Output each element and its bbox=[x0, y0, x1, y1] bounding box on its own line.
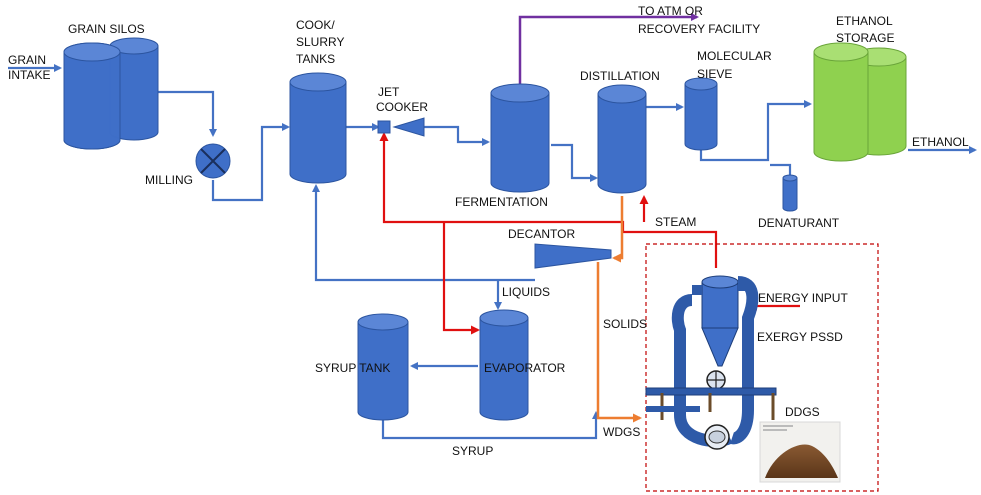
label-grain-silos: GRAIN SILOS bbox=[68, 22, 145, 36]
label-to-atm-1: TO ATM OR bbox=[638, 4, 703, 18]
label-wdgs: WDGS bbox=[603, 425, 640, 439]
denaturant-to-line bbox=[770, 165, 790, 176]
label-milling: MILLING bbox=[145, 173, 193, 187]
label-liquids: LIQUIDS bbox=[502, 285, 550, 299]
ddgs-photo bbox=[760, 422, 840, 482]
label-jet-1: JET bbox=[378, 85, 400, 99]
solids-line bbox=[598, 262, 640, 418]
ethanol-storage-tanks bbox=[814, 43, 906, 161]
label-steam: STEAM bbox=[655, 215, 696, 229]
label-cook-3: TANKS bbox=[296, 52, 335, 66]
distillation-to-decantor-line bbox=[614, 196, 622, 258]
label-syrup-tank: SYRUP TANK bbox=[315, 361, 390, 375]
label-grain-intake-2: INTAKE bbox=[8, 68, 50, 82]
label-fermentation: FERMENTATION bbox=[455, 195, 548, 209]
label-to-atm-2: RECOVERY FACILITY bbox=[638, 22, 760, 36]
label-solids: SOLIDS bbox=[603, 317, 647, 331]
label-ddgs: DDGS bbox=[785, 405, 820, 419]
fermentation-tank bbox=[491, 84, 549, 192]
label-sieve-2: SIEVE bbox=[697, 67, 732, 81]
steam-to-evaporator-line bbox=[444, 222, 478, 330]
label-decantor: DECANTOR bbox=[508, 227, 575, 241]
label-exergy-pssd: EXERGY PSSD bbox=[757, 330, 843, 344]
label-cook-1: COOK/ bbox=[296, 18, 335, 32]
label-distillation: DISTILLATION bbox=[580, 69, 660, 83]
label-grain-intake-1: GRAIN bbox=[8, 53, 46, 67]
label-ethanol-storage-2: STORAGE bbox=[836, 31, 894, 45]
orange-lines bbox=[598, 196, 640, 418]
label-denaturant: DENATURANT bbox=[758, 216, 840, 230]
distillation-column bbox=[598, 85, 646, 193]
grain-silos bbox=[64, 38, 158, 149]
mill-icon bbox=[196, 144, 230, 178]
jet-to-fermentation-line bbox=[424, 127, 488, 142]
molecular-sieve bbox=[685, 78, 717, 150]
fermentation-to-distillation-line bbox=[551, 145, 596, 178]
jet-cooker bbox=[378, 118, 424, 136]
label-syrup: SYRUP bbox=[452, 444, 493, 458]
label-ethanol: ETHANOL bbox=[912, 135, 969, 149]
label-sieve-1: MOLECULAR bbox=[697, 49, 772, 63]
label-cook-2: SLURRY bbox=[296, 35, 344, 49]
label-evaporator: EVAPORATOR bbox=[484, 361, 566, 375]
cook-slurry-tank bbox=[290, 73, 346, 183]
label-ethanol-storage-1: ETHANOL bbox=[836, 14, 893, 28]
decantor bbox=[535, 244, 611, 268]
denaturant-tank bbox=[783, 175, 797, 211]
silos-to-mill-line bbox=[158, 92, 213, 135]
label-energy-input: ENERGY INPUT bbox=[758, 291, 848, 305]
pssd-dryer bbox=[646, 276, 776, 449]
label-jet-2: COOKER bbox=[376, 100, 428, 114]
